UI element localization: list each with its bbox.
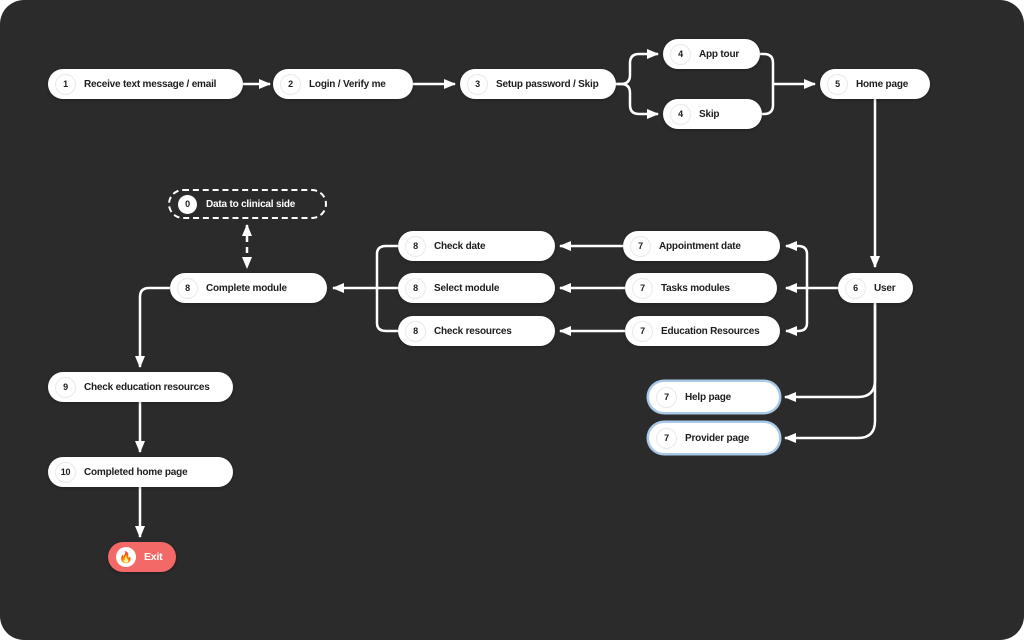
connector-completemodule-to-checkeducation: [135, 286, 170, 368]
node-appointment-date[interactable]: 7 Appointment date: [623, 231, 780, 261]
step-number-badge: 4: [671, 104, 690, 124]
node-label: Education Resources: [661, 325, 760, 337]
node-label: Select module: [434, 282, 500, 294]
node-login-verify[interactable]: 2 Login / Verify me: [273, 69, 413, 99]
step-number-badge: 5: [828, 74, 847, 94]
node-label: Appointment date: [659, 240, 741, 252]
connector-checkresources-to-bracket: [375, 322, 398, 333]
node-data-to-clinical-side[interactable]: 0 Data to clinical side: [168, 189, 327, 219]
node-label: User: [874, 282, 896, 294]
node-label: Exit: [144, 551, 163, 563]
step-number-badge: 8: [406, 236, 425, 256]
node-label: Provider page: [685, 432, 750, 444]
connector-user-to-providerpage: [784, 303, 877, 443]
step-number-badge: 1: [56, 74, 75, 94]
step-number-badge: 0: [178, 194, 197, 214]
step-number-badge: 7: [657, 387, 676, 407]
node-label: Home page: [856, 78, 909, 90]
step-number-badge: 4: [671, 44, 690, 64]
node-select-module[interactable]: 8 Select module: [398, 273, 555, 303]
node-label: Completed home page: [84, 466, 188, 478]
step-number-badge: 6: [846, 278, 865, 298]
node-label: Receive text message / email: [84, 78, 217, 90]
node-help-page[interactable]: 7 Help page: [649, 382, 779, 412]
node-label: Skip: [699, 108, 720, 120]
connector-user-to-education: [785, 322, 809, 336]
connector-setup-to-skip: [615, 82, 659, 119]
node-label: Login / Verify me: [309, 78, 386, 90]
node-label: Check resources: [434, 325, 512, 337]
step-number-badge: 9: [56, 377, 75, 397]
node-check-resources[interactable]: 8 Check resources: [398, 316, 555, 346]
node-check-date[interactable]: 8 Check date: [398, 231, 555, 261]
connector-merge-bracket: [760, 52, 775, 116]
node-label: Setup password / Skip: [496, 78, 599, 90]
node-label: Check education resources: [84, 381, 210, 393]
node-label: Check date: [434, 240, 486, 252]
node-label: Help page: [685, 391, 731, 403]
node-tasks-modules[interactable]: 7 Tasks modules: [625, 273, 777, 303]
node-label: App tour: [699, 48, 740, 60]
step-number-badge: 8: [406, 321, 425, 341]
node-setup-password[interactable]: 3 Setup password / Skip: [460, 69, 616, 99]
node-label: Data to clinical side: [206, 198, 296, 210]
connector-user-to-appointment: [785, 241, 809, 255]
node-user[interactable]: 6 User: [838, 273, 913, 303]
fire-icon: 🔥: [116, 547, 136, 567]
node-provider-page[interactable]: 7 Provider page: [649, 423, 779, 453]
step-number-badge: 7: [657, 428, 676, 448]
node-skip[interactable]: 4 Skip: [663, 99, 762, 129]
step-number-badge: 7: [631, 236, 650, 256]
connector-setup-to-apptour: [615, 49, 659, 86]
node-complete-module[interactable]: 8 Complete module: [170, 273, 327, 303]
step-number-badge: 2: [281, 74, 300, 94]
node-check-education-resources[interactable]: 9 Check education resources: [48, 372, 233, 402]
step-number-badge: 8: [406, 278, 425, 298]
node-app-tour[interactable]: 4 App tour: [663, 39, 760, 69]
node-receive-text-message[interactable]: 1 Receive text message / email: [48, 69, 243, 99]
node-label: Tasks modules: [661, 282, 730, 294]
node-exit[interactable]: 🔥 Exit: [108, 542, 176, 572]
node-label: Complete module: [206, 282, 287, 294]
step-number-badge: 7: [633, 321, 652, 341]
step-number-badge: 8: [178, 278, 197, 298]
node-education-resources[interactable]: 7 Education Resources: [625, 316, 780, 346]
connector-checkdate-to-bracket: [375, 244, 398, 255]
step-number-badge: 7: [633, 278, 652, 298]
node-completed-home-page[interactable]: 10 Completed home page: [48, 457, 233, 487]
step-number-badge: 10: [56, 462, 75, 482]
node-home-page[interactable]: 5 Home page: [820, 69, 930, 99]
connector-user-to-helppage: [784, 303, 877, 402]
step-number-badge: 3: [468, 74, 487, 94]
